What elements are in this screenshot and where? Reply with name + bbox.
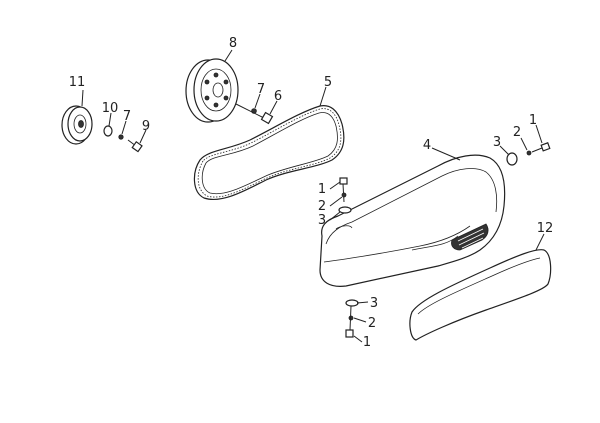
callout-2-right: 2 bbox=[513, 125, 521, 140]
cover-panel-part-12 bbox=[409, 233, 552, 341]
fastener-group-bottom bbox=[345, 299, 369, 343]
callout-12: 12 bbox=[537, 221, 554, 236]
callout-11: 11 bbox=[69, 75, 86, 90]
callout-1-top: 1 bbox=[318, 182, 326, 197]
callout-8: 8 bbox=[229, 36, 237, 51]
callout-3-right: 3 bbox=[493, 135, 501, 150]
callout-1-bottom: 1 bbox=[363, 335, 371, 350]
washer-part-10 bbox=[103, 112, 113, 137]
cover-vent-grille bbox=[451, 223, 489, 251]
callout-4: 4 bbox=[423, 138, 431, 153]
bolt-part-9 bbox=[127, 129, 147, 153]
fastener-group-right bbox=[499, 124, 551, 166]
lock-washer-part-7-left bbox=[118, 120, 127, 140]
callout-2-bottom: 2 bbox=[368, 316, 376, 331]
belt-cover-part-4 bbox=[319, 147, 506, 287]
small-pulley-part-11 bbox=[61, 89, 93, 145]
callout-3-top: 3 bbox=[318, 213, 326, 228]
callout-10: 10 bbox=[102, 101, 119, 116]
bolt-part-6 bbox=[235, 100, 278, 125]
drive-pulley-part-8 bbox=[185, 49, 239, 123]
callout-7-right: 7 bbox=[257, 82, 265, 97]
drive-belt-part-5 bbox=[193, 86, 345, 200]
callout-1-right: 1 bbox=[529, 113, 537, 128]
callout-7-left: 7 bbox=[123, 109, 131, 124]
callout-5: 5 bbox=[324, 75, 332, 90]
callout-9: 9 bbox=[142, 119, 150, 134]
callout-2-top: 2 bbox=[318, 199, 326, 214]
fastener-group-top bbox=[329, 177, 352, 221]
callout-3-bottom: 3 bbox=[370, 296, 378, 311]
callout-6: 6 bbox=[274, 89, 282, 104]
